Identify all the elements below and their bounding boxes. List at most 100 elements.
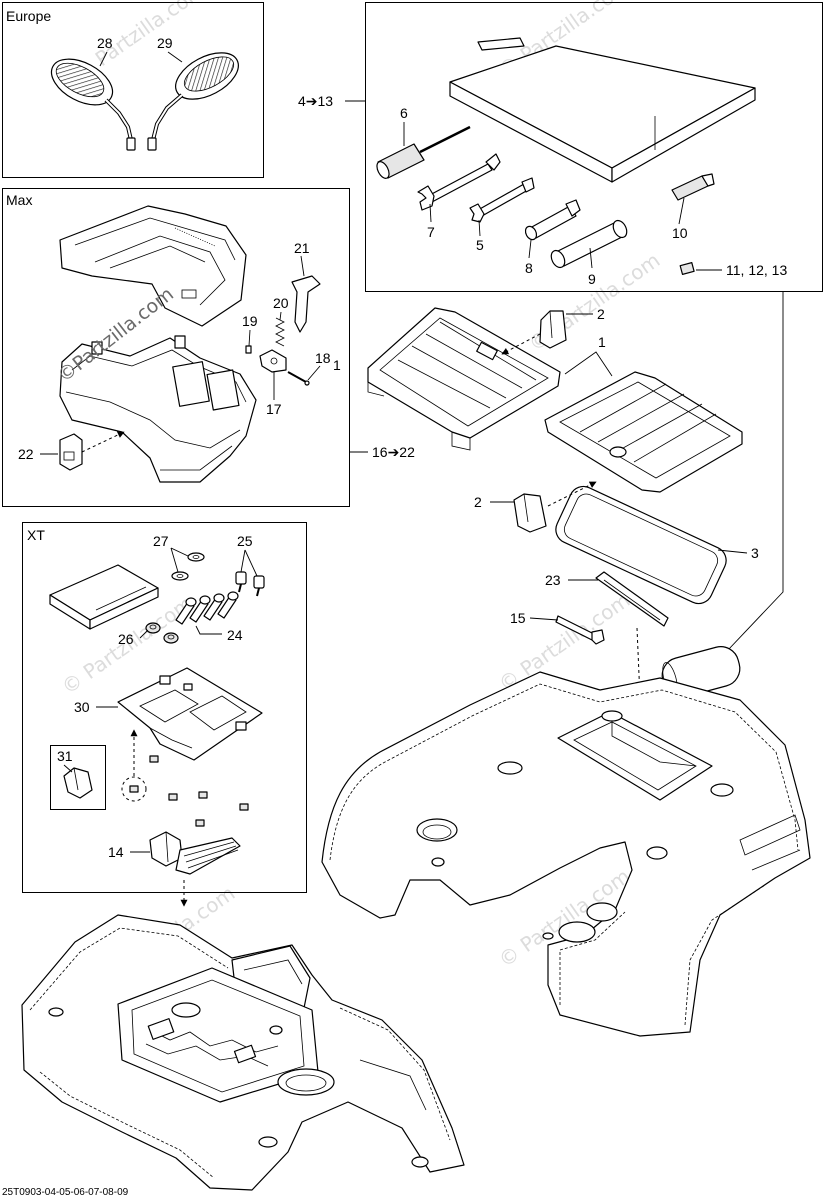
leader-24 [195, 625, 222, 635]
max-panel: Max [2, 188, 350, 507]
callout-22: 22 [18, 446, 34, 462]
leader-31 [63, 764, 73, 773]
bolts-24 [175, 591, 239, 625]
storage-case-lid [59, 205, 247, 327]
callout-10: 10 [672, 225, 688, 241]
rear-fender [321, 671, 811, 1037]
callout-9: 9 [588, 271, 596, 287]
spring [275, 317, 285, 347]
callout-7: 7 [427, 224, 435, 240]
callout-29: 29 [157, 35, 173, 51]
rod [287, 371, 310, 386]
front-fender [21, 914, 465, 1191]
callout-17: 17 [266, 401, 282, 417]
callout-2-top: 2 [597, 306, 605, 322]
callout-18: 18 [315, 350, 331, 366]
leader-1 [564, 351, 613, 377]
leader-27-a [170, 547, 189, 557]
screw-highlight [121, 776, 147, 802]
callout-23: 23 [545, 572, 561, 588]
callout-group-toolkit: 4➔13 [298, 93, 333, 109]
callout-31: 31 [57, 748, 73, 764]
leader-9 [589, 247, 593, 269]
leader-7 [429, 203, 432, 223]
callout-5: 5 [476, 237, 484, 253]
leader-10 [678, 197, 685, 225]
callout-18-suffix: 1 [333, 357, 341, 373]
leader-26 [139, 629, 149, 639]
max-panel-frame [2, 188, 350, 507]
strap [595, 571, 669, 627]
gasket [555, 485, 727, 605]
bolts-25 [235, 571, 265, 597]
rack-right [544, 371, 743, 493]
max-panel-title: Max [6, 192, 32, 208]
leader-15 [529, 617, 559, 621]
toolkit-panel-frame [365, 2, 823, 292]
leader-27-b [170, 547, 179, 573]
arrow-clip-top-to-rack [501, 333, 541, 355]
leader-28 [99, 51, 108, 67]
wrench-5 [469, 177, 535, 223]
mirror-left [50, 58, 136, 151]
leader-20 [279, 311, 282, 321]
callout-1: 1 [598, 334, 606, 350]
screwdriver [376, 125, 471, 179]
callout-25: 25 [237, 533, 253, 549]
wrench-7 [417, 153, 501, 211]
bracket [259, 349, 287, 373]
fuse-puller [671, 173, 715, 201]
washers [171, 552, 205, 581]
europe-panel-title: Europe [6, 8, 51, 24]
socket-9 [550, 219, 628, 269]
pad [49, 564, 159, 630]
harness [149, 831, 241, 875]
callout-11-12-13: 11, 12, 13 [726, 262, 787, 278]
arrow-clip-to-tray [81, 431, 125, 453]
callout-20: 20 [273, 295, 289, 311]
clip-31 [50, 745, 106, 810]
europe-panel: Europe 28 29 [2, 2, 264, 178]
callout-21: 21 [294, 240, 310, 256]
mirror-right [147, 52, 239, 151]
callout-14: 14 [108, 844, 124, 860]
leader-29 [167, 51, 183, 63]
nuts [145, 622, 179, 644]
xt-panel: XT [22, 522, 307, 893]
callout-28: 28 [97, 35, 113, 51]
socket-8 [524, 199, 581, 241]
rack-left [367, 307, 561, 451]
storage-case-tray [59, 335, 257, 483]
callout-3: 3 [751, 545, 759, 561]
arrow-clip-mid-to-rack [547, 481, 597, 507]
leader-21 [300, 255, 305, 277]
leader-18 [307, 365, 321, 381]
callout-8: 8 [525, 260, 533, 276]
latch [291, 275, 321, 333]
tool-pouch [449, 37, 756, 183]
callout-15: 15 [510, 610, 526, 626]
leader-3 [717, 549, 748, 554]
callout-2-mid: 2 [474, 494, 482, 510]
callout-27: 27 [153, 533, 169, 549]
leader-8 [528, 239, 532, 259]
leader-25-a [240, 549, 246, 573]
europe-panel-frame [2, 2, 264, 178]
leader-toolkit-to-fender [727, 291, 784, 651]
callout-6: 6 [400, 105, 408, 121]
clip-22 [59, 433, 83, 471]
xt-panel-title: XT [27, 527, 45, 543]
callout-19: 19 [242, 313, 258, 329]
callout-24: 24 [227, 627, 243, 643]
callout-26: 26 [118, 631, 134, 647]
clip-top [539, 310, 567, 349]
fuse [679, 261, 695, 275]
xt-panel-frame [22, 522, 307, 893]
pin [245, 345, 252, 354]
leader-25-b [244, 549, 258, 577]
toolkit-panel: 6 7 5 8 9 10 11, 12, 13 [345, 2, 823, 292]
leader-5 [478, 219, 481, 237]
callout-30: 30 [74, 699, 90, 715]
diagram-code: 25T0903-04-05-06-07-08-09 [2, 1187, 129, 1198]
